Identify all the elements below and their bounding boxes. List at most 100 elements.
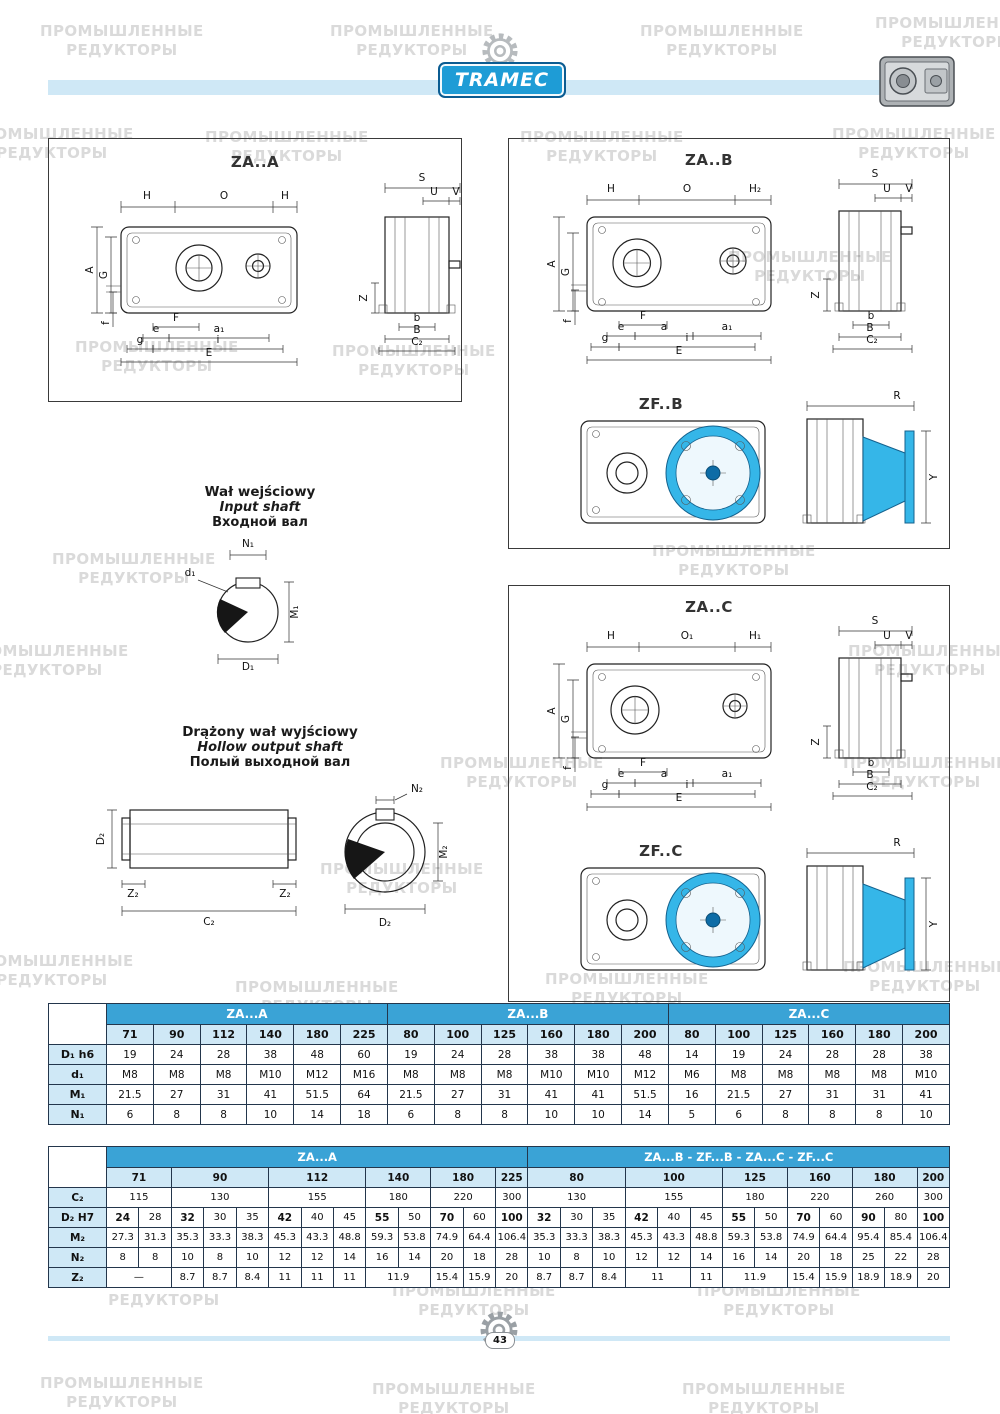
table-cell: 31 <box>199 1084 248 1105</box>
dim-label: i <box>217 334 220 346</box>
table-cell: 28 <box>138 1207 172 1228</box>
table-cell: 18.9 <box>884 1267 918 1288</box>
dim-label: a <box>661 321 667 333</box>
table-cell: 45 <box>689 1207 724 1228</box>
row-label: D₁ h6 <box>48 1044 107 1065</box>
table-cell: 15.9 <box>462 1267 497 1288</box>
watermark-line: ПРОМЫШЛЕННЫЕ <box>848 642 1000 660</box>
table-cell: 10 <box>592 1247 626 1268</box>
table-cell: M6 <box>667 1064 716 1085</box>
panel-zaa: ZA..A <box>48 138 462 402</box>
watermark-line: РЕДУКТОРЫ <box>0 660 103 679</box>
drawing-title: ZA..A <box>231 153 279 171</box>
watermark-line: РЕДУКТОРЫ <box>708 1398 820 1414</box>
table-cell: M8 <box>152 1064 201 1085</box>
dim-label: U <box>883 183 891 195</box>
dim-label: Y <box>928 920 940 928</box>
table-cell: 106.4 <box>495 1227 529 1248</box>
dim-label: S <box>872 168 879 180</box>
dim-label: C₂ <box>866 334 878 346</box>
table-cell: 59.3 <box>722 1227 756 1248</box>
table-cell: 50 <box>397 1207 432 1228</box>
table-cell: 8 <box>761 1104 810 1125</box>
table-cell: 48 <box>621 1044 669 1065</box>
table-cell: 59.3 <box>365 1227 399 1248</box>
table-cell: 8 <box>433 1104 482 1125</box>
dim-label: H₂ <box>749 183 761 195</box>
table-cell: 35.3 <box>170 1227 205 1248</box>
watermark-line: ПРОМЫШЛЕННЫЕ <box>728 248 892 266</box>
watermark-line: РЕДУКТОРЫ <box>901 32 1000 51</box>
watermark-line: ПРОМЫШЛЕННЫЕ <box>640 22 804 40</box>
dim-label: O <box>683 183 691 195</box>
table-cell: 51.5 <box>293 1084 342 1105</box>
table-cell: 11 <box>268 1267 302 1288</box>
row-label: N₂ <box>48 1247 107 1268</box>
dim-label: H₁ <box>749 630 761 642</box>
dim-label: S <box>419 172 426 184</box>
zf-front-view <box>580 420 766 524</box>
zf-front-view <box>580 867 766 971</box>
size-header: 80 <box>386 1024 435 1045</box>
dim-label: a₁ <box>722 321 733 333</box>
table-group-header: ZA...A <box>105 1146 529 1168</box>
table-cell: 31 <box>855 1084 904 1105</box>
table-cell: 41 <box>574 1084 623 1105</box>
table-cell: 180 <box>722 1187 788 1208</box>
table-cell: 8 <box>199 1104 248 1125</box>
table-cell: 60 <box>340 1044 388 1065</box>
row-label: d₁ <box>48 1064 107 1085</box>
motor-flange <box>904 877 915 971</box>
table-cell: 8 <box>203 1247 237 1268</box>
table-cell: M8 <box>386 1064 435 1085</box>
row-label: M₂ <box>48 1227 107 1248</box>
size-header: 90 <box>170 1167 270 1188</box>
table-cell: 10 <box>235 1247 270 1268</box>
table-cell: 24 <box>433 1044 482 1065</box>
table-cell: 33.3 <box>559 1227 594 1248</box>
table-cell: 21.5 <box>714 1084 763 1105</box>
table-cell: 20 <box>916 1267 951 1288</box>
watermark-line: РЕДУКТОРЫ <box>858 143 970 162</box>
table-cell: 30 <box>559 1207 594 1228</box>
table-cell: 64.4 <box>819 1227 853 1248</box>
table-cell: 21.5 <box>386 1084 435 1105</box>
dim-label: E <box>676 792 683 804</box>
table-cell: M10 <box>527 1064 576 1085</box>
table-cell: 8.7 <box>170 1267 205 1288</box>
watermark-line: ПРОМЫШЛЕННЫЕ <box>40 1374 204 1392</box>
table-cell: M8 <box>480 1064 529 1085</box>
dim-label: E <box>206 347 213 359</box>
dim-label: S <box>872 615 879 627</box>
table-cell: 14 <box>689 1247 724 1268</box>
table-cell: 14 <box>293 1104 342 1125</box>
watermark-line: РЕДУКТОРЫ <box>231 146 343 165</box>
table-cell: 100 <box>495 1207 529 1228</box>
drawing-title: ZA..B <box>685 151 733 169</box>
heading-pl: Wał wejściowy <box>204 484 316 500</box>
dimension-lines <box>371 183 461 355</box>
size-header: 100 <box>433 1024 482 1045</box>
table-cell: 40 <box>300 1207 334 1228</box>
dim-label: Z <box>810 291 822 298</box>
table-cell: 15.4 <box>786 1267 821 1288</box>
table-cell: 8.7 <box>527 1267 561 1288</box>
table-cell: 300 <box>495 1187 529 1208</box>
table-cell: 45.3 <box>624 1227 659 1248</box>
size-header: 180 <box>574 1024 623 1045</box>
dim-label: Z₂ <box>279 888 290 900</box>
table-cell: 38 <box>902 1044 950 1065</box>
dim-label: g <box>602 332 609 344</box>
table-cell: 32 <box>527 1207 561 1228</box>
watermark-line: РЕДУКТОРЫ <box>108 1290 220 1309</box>
panel-zab-zfb: ZA..B <box>508 138 950 549</box>
dim-label: H <box>607 630 615 642</box>
output-shaft-drawing: D₂ Z₂ Z₂ C₂ N₂ M₂ D₂ <box>95 783 450 929</box>
table-cell: 45 <box>332 1207 367 1228</box>
heading-en: Input shaft <box>219 500 301 515</box>
